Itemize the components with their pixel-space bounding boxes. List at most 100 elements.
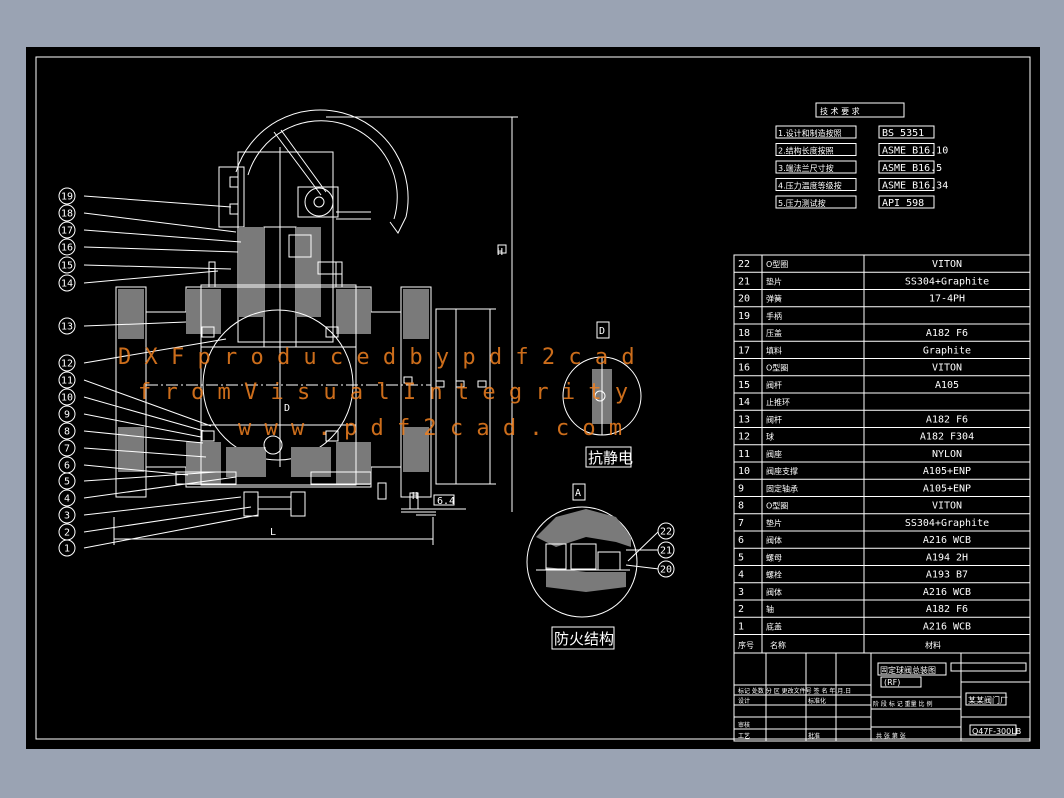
bom-header-no: 序号 bbox=[738, 640, 754, 650]
bom-name: 阀座支撑 bbox=[766, 466, 798, 476]
balloon-circle bbox=[58, 388, 76, 406]
bom-no: 13 bbox=[738, 414, 750, 425]
balloon-circle bbox=[58, 204, 76, 222]
tech-req-value-box bbox=[878, 195, 935, 209]
stage-header: 阶 段 标 记 重量 比 例 bbox=[873, 700, 932, 708]
tech-req-value-box bbox=[878, 125, 935, 139]
balloon-13: 13 bbox=[58, 317, 76, 335]
balloon-circle bbox=[657, 560, 675, 578]
balloon-circle bbox=[58, 539, 76, 557]
bom-name: 螺母 bbox=[766, 552, 782, 562]
bom-no: 7 bbox=[738, 518, 744, 529]
bom-name: 手柄 bbox=[766, 311, 782, 321]
bom-material: VITON bbox=[932, 501, 962, 512]
bom-no: 15 bbox=[738, 380, 750, 391]
bom-name: 止推环 bbox=[766, 397, 790, 407]
bom-material: A182 F6 bbox=[926, 604, 968, 615]
dim-height-label: H bbox=[497, 247, 503, 258]
tech-req-label: 4.压力温度等级按 bbox=[778, 181, 842, 191]
bom-no: 11 bbox=[738, 449, 750, 460]
bom-material: A193 B7 bbox=[926, 570, 968, 581]
tech-req-value-box bbox=[878, 160, 935, 174]
bom-name: 垫片 bbox=[766, 518, 782, 528]
bom-no: 22 bbox=[738, 259, 750, 270]
tech-req-value: BS 5351 bbox=[882, 128, 924, 139]
product-rating: (RF) bbox=[884, 678, 900, 687]
bom-no: 5 bbox=[738, 552, 744, 563]
detail-d-mark: D bbox=[599, 326, 605, 337]
bom-material: A182 F304 bbox=[920, 432, 974, 443]
balloon-circle bbox=[58, 506, 76, 524]
balloon-5: 5 bbox=[58, 472, 76, 490]
bom-material: A216 WCB bbox=[923, 621, 971, 632]
bom-no: 8 bbox=[738, 501, 744, 512]
balloon-circle bbox=[58, 317, 76, 335]
balloon-circle bbox=[58, 489, 76, 507]
balloon-14: 14 bbox=[58, 274, 76, 292]
bom-no: 18 bbox=[738, 328, 750, 339]
balloon-number: 18 bbox=[61, 209, 73, 220]
bom-material: A194 2H bbox=[926, 552, 968, 563]
bom-name: O型圈 bbox=[766, 364, 788, 373]
balloon-circle bbox=[58, 238, 76, 256]
balloon-number: 1 bbox=[64, 544, 70, 555]
balloon-number: 22 bbox=[660, 527, 672, 538]
balloon-circle bbox=[58, 439, 76, 457]
balloon-11: 11 bbox=[58, 371, 76, 389]
tech-req-title: 技 术 要 求 bbox=[820, 106, 860, 116]
detail-balloon-21: 21 bbox=[657, 541, 675, 559]
check-label: 审核 bbox=[738, 721, 750, 729]
part-leaders bbox=[83, 195, 259, 549]
bom-no: 10 bbox=[738, 466, 750, 477]
antistatic-label: 抗静电 bbox=[588, 449, 633, 467]
balloon-number: 2 bbox=[64, 528, 70, 539]
sheet-count: 共 张 第 张 bbox=[876, 732, 906, 740]
watermark-line-3: w w w . p d f 2 c a d . c o m bbox=[238, 416, 622, 441]
balloon-12: 12 bbox=[58, 354, 76, 372]
valve-section-view bbox=[113, 109, 518, 545]
balloon-circle bbox=[58, 405, 76, 423]
tech-req-label-box bbox=[775, 125, 857, 139]
balloon-circle bbox=[58, 371, 76, 389]
bom-material: NYLON bbox=[932, 449, 962, 460]
balloon-2: 2 bbox=[58, 523, 76, 541]
bom-name: 垫片 bbox=[766, 276, 782, 286]
company-name: 某某阀门厂 bbox=[968, 695, 1008, 705]
dim-flange-label: H bbox=[412, 491, 418, 502]
balloon-number: 21 bbox=[660, 546, 672, 557]
tech-req-label: 3.端法兰尺寸按 bbox=[778, 163, 834, 173]
bom-material: A105+ENP bbox=[923, 483, 971, 494]
bom-name: 压盖 bbox=[766, 328, 782, 338]
balloon-15: 15 bbox=[58, 256, 76, 274]
balloon-circle bbox=[58, 354, 76, 372]
bom-name: 阀体 bbox=[766, 587, 782, 597]
bom-no: 12 bbox=[738, 432, 750, 443]
balloon-number: 17 bbox=[61, 226, 73, 237]
bom-name: 固定轴承 bbox=[766, 483, 798, 493]
balloon-number: 5 bbox=[64, 477, 70, 488]
bom-header-name: 名称 bbox=[770, 640, 786, 650]
bom-no: 21 bbox=[738, 276, 750, 287]
bom-material: SS304+Graphite bbox=[905, 276, 989, 287]
watermark-line-1: D X F p r o d u c e d b y p d f 2 c a d bbox=[118, 345, 635, 370]
bom-name: 阀座 bbox=[766, 449, 782, 459]
balloon-number: 10 bbox=[61, 393, 73, 404]
balloon-number: 13 bbox=[61, 322, 73, 333]
bom-name: 弹簧 bbox=[766, 294, 782, 304]
bom-no: 16 bbox=[738, 363, 750, 374]
bom-name: 底盖 bbox=[766, 621, 782, 631]
tech-req-label-box bbox=[775, 143, 857, 156]
